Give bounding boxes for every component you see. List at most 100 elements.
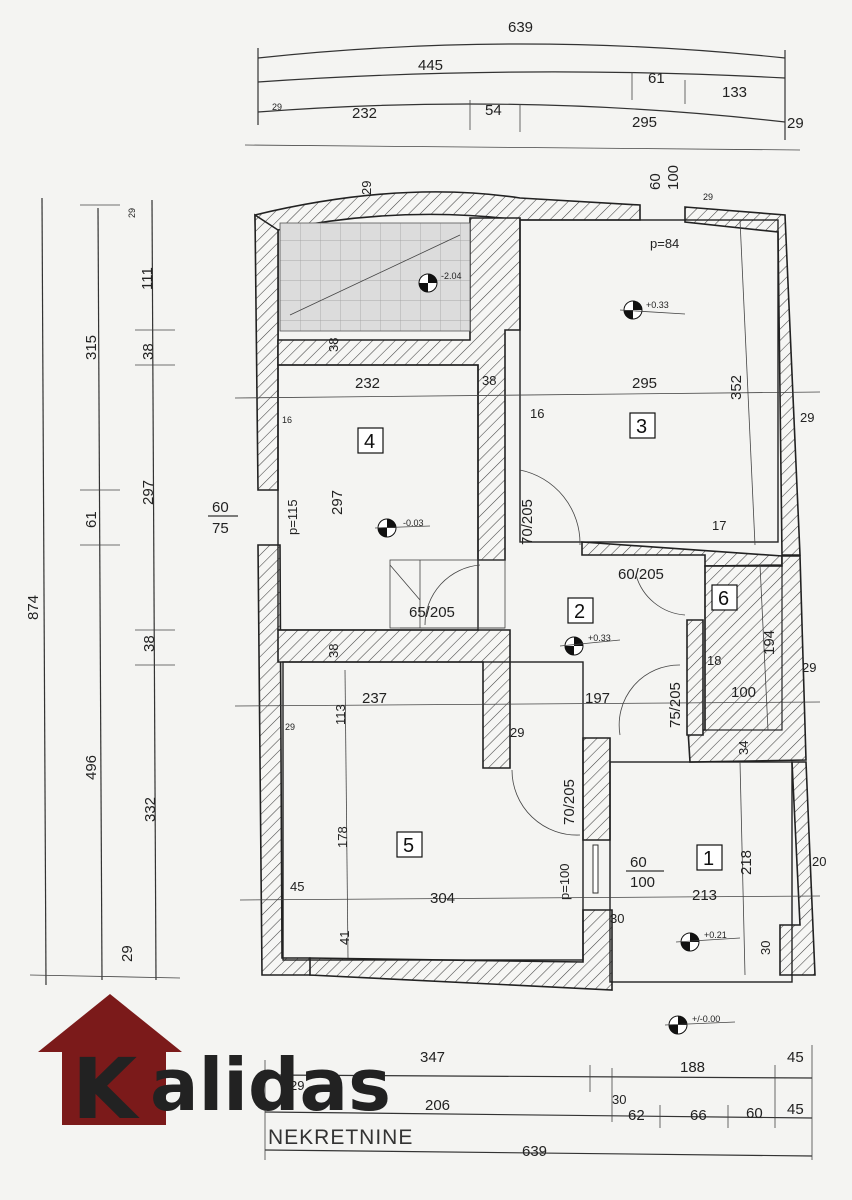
logo-k: K [72, 1040, 140, 1138]
room-1-height: 218 [738, 850, 755, 875]
dim-66: 66 [690, 1107, 707, 1124]
room-1-level: +0.21 [704, 930, 727, 940]
window-room-1: 60 100 p=100 [557, 844, 664, 900]
room-1-number: 1 [703, 848, 714, 870]
dim-445: 445 [418, 57, 443, 74]
dim-188: 188 [680, 1059, 705, 1076]
room-5: 5 237 304 113 178 41 [333, 690, 455, 945]
dim-34: 34 [736, 741, 751, 755]
window-r1-width: 60 [630, 854, 647, 871]
window-left-width: 60 [212, 499, 229, 516]
room-5-height-2: 178 [335, 826, 350, 848]
measure-lines [234, 219, 821, 976]
room-1: 1 213 218 +0.21 [675, 844, 755, 952]
dim-45-bottom-b: 45 [787, 1101, 804, 1118]
dim-29-top-left: 29 [272, 102, 282, 112]
window-top-height: 100 [665, 165, 682, 190]
dim-29-top-right: 29 [787, 115, 804, 132]
window-left-height: 75 [212, 520, 229, 537]
dim-total-top: 639 [508, 19, 533, 36]
room-2-number: 2 [574, 601, 585, 623]
room-3-sill: p=84 [650, 236, 679, 251]
walls [254, 191, 816, 991]
window-r1-sill: p=100 [557, 863, 572, 900]
dim-16-left: 16 [282, 415, 292, 425]
room-1-width: 213 [692, 887, 717, 904]
stair-arrow [289, 234, 461, 316]
room-5-number: 5 [403, 835, 414, 857]
dim-61: 61 [648, 70, 665, 87]
room-6-width: 100 [731, 684, 756, 701]
window-top-label: 60 100 [647, 165, 682, 190]
dim-30-a: 30 [610, 911, 624, 926]
kalidas-logo: K alidas NEKRETNINE [38, 994, 413, 1149]
dim-29-mid: 29 [510, 725, 524, 740]
dim-30-b: 30 [758, 941, 773, 955]
dim-16: 16 [530, 406, 544, 421]
dim-332: 332 [142, 797, 159, 822]
house-icon [38, 994, 182, 1125]
logo-subtitle: NEKRETNINE [268, 1126, 413, 1149]
dim-30-bottom: 30 [612, 1092, 626, 1107]
dim-295: 295 [632, 114, 657, 131]
left-dimensions: 874 315 61 496 29 111 38 297 38 332 29 [25, 197, 181, 986]
room-4-number: 4 [364, 431, 375, 453]
dim-29-bottom: 29 [290, 1078, 304, 1093]
room-3-height: 352 [728, 375, 745, 400]
room-3: 3 295 352 p=84 +0.33 [619, 236, 745, 439]
dim-496: 496 [83, 755, 100, 780]
room-4-level: -0.03 [403, 518, 424, 528]
dim-60-bottom: 60 [746, 1105, 763, 1122]
room-5-height-3: 41 [337, 931, 352, 945]
stair-level: -2.04 [441, 271, 462, 281]
door-3-label: 65/205 [409, 604, 455, 621]
dim-206: 206 [425, 1097, 450, 1114]
door-labels: 70/205 60/205 65/205 75/205 70/205 [409, 499, 684, 825]
dim-54: 54 [485, 102, 502, 119]
dim-29-left-bottom: 29 [119, 945, 136, 962]
dim-133: 133 [722, 84, 747, 101]
dim-38-left-b: 38 [141, 635, 158, 652]
window-r1-height: 100 [630, 874, 655, 891]
dim-111: 111 [139, 267, 156, 290]
room-6-height: 194 [761, 630, 778, 655]
inner-dimensions: 38 38 38 16 17 18 29 29 29 29 29 34 20 3… [282, 181, 826, 955]
dim-38-inner-a: 38 [326, 338, 341, 352]
room-2-level: +0.33 [588, 633, 611, 643]
dim-639-bottom: 639 [522, 1143, 547, 1160]
room-6: 6 100 194 [711, 584, 778, 701]
ground-level: +/-0.00 [692, 1014, 720, 1024]
dim-17: 17 [712, 518, 726, 533]
room-3-number: 3 [636, 416, 647, 438]
dim-315: 315 [83, 335, 100, 360]
dim-62: 62 [628, 1107, 645, 1124]
room-4-width: 232 [355, 375, 380, 392]
door-5-label: 70/205 [561, 779, 578, 825]
door-2-label: 60/205 [618, 566, 664, 583]
dim-874: 874 [25, 595, 42, 620]
door-swings [424, 469, 686, 836]
room-2-width: 197 [585, 690, 610, 707]
dim-232: 232 [352, 105, 377, 122]
dim-29-top-right-wall: 29 [703, 192, 713, 202]
room-5-height: 113 [333, 704, 348, 725]
room-outlines [277, 219, 793, 983]
dim-45-bottom-a: 45 [787, 1049, 804, 1066]
dim-297-left: 297 [140, 480, 157, 505]
door-1-label: 70/205 [519, 499, 536, 545]
dim-61-left: 61 [83, 511, 100, 528]
dim-29-left-inner: 29 [285, 722, 295, 732]
dim-29-right-b: 29 [802, 660, 816, 675]
ground-level-marker: +/-0.00 [664, 1014, 736, 1035]
dim-29-left-top: 29 [127, 208, 137, 218]
top-dimensions: 639 445 61 133 29 232 54 295 29 [244, 19, 804, 151]
room-2: 2 197 +0.33 [559, 597, 621, 707]
room-3-level: +0.33 [646, 300, 669, 310]
dim-20: 20 [812, 854, 826, 869]
window-top-width: 60 [647, 173, 664, 190]
dim-38-inner-c: 38 [326, 644, 341, 658]
door-4-label: 75/205 [667, 682, 684, 728]
room-5-width: 237 [362, 690, 387, 707]
logo-name: alidas [150, 1043, 391, 1127]
